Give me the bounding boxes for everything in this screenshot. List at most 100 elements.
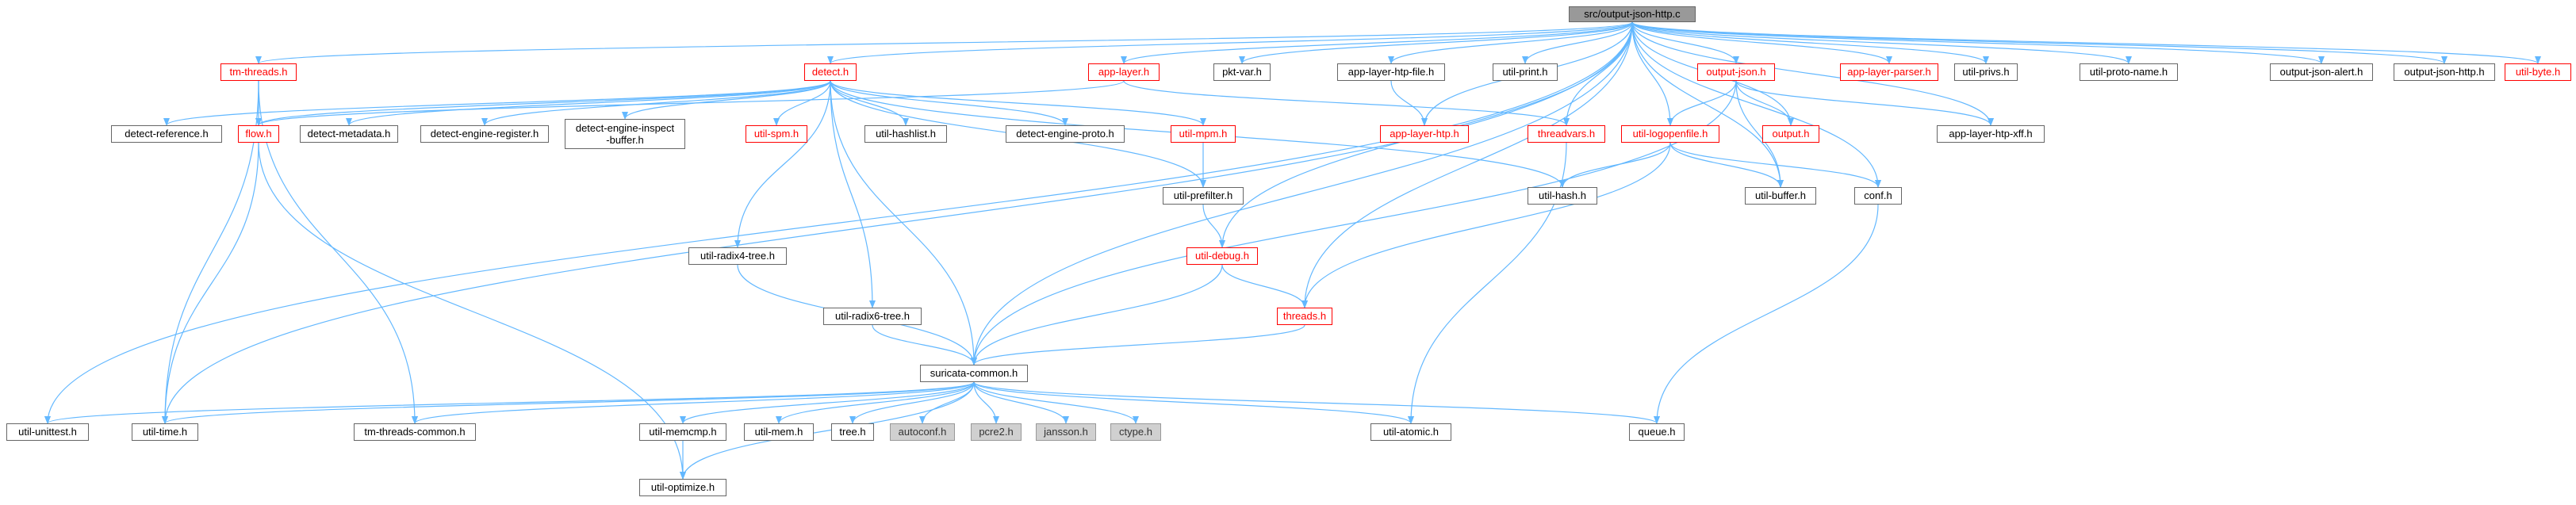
edge-detect-to-util_radix4_tree	[734, 80, 831, 248]
edge-detect-to-detect_engine_register	[481, 80, 831, 126]
edge-root-to-app_layer_htp_xff	[1631, 21, 1994, 126]
node-util-optimize-h[interactable]: util-optimize.h	[639, 479, 726, 496]
node-app-layer-htp-xff-h[interactable]: app-layer-htp-xff.h	[1937, 125, 2045, 143]
edge-output_json-to-suricata_common	[971, 80, 1737, 365]
node-label-line-1: detect-engine-inspect	[575, 122, 675, 134]
edge-output_json-to-output	[1735, 80, 1794, 126]
node-util-hashlist-h[interactable]: util-hashlist.h	[864, 125, 947, 143]
node-util-privs-h[interactable]: util-privs.h	[1954, 63, 2018, 81]
edge-root-to-app_layer_htp_file	[1388, 21, 1633, 64]
node-app-layer-htp-h[interactable]: app-layer-htp.h	[1380, 125, 1469, 143]
edge-suricata_common-to-tm_threads_common	[412, 381, 975, 424]
edge-root-to-util_logopenfile	[1631, 21, 1673, 126]
node-detect-metadata-h[interactable]: detect-metadata.h	[300, 125, 398, 143]
edge-util_logopenfile-to-util_hash	[1559, 142, 1671, 188]
node-util-radix6-tree-h[interactable]: util-radix6-tree.h	[823, 308, 922, 325]
edge-root-to-app_layer	[1121, 21, 1633, 64]
edge-app_layer_htp_file-to-app_layer_htp	[1390, 80, 1428, 126]
edge-root-to-suricata_common	[971, 21, 1633, 365]
node-util-proto-name-h[interactable]: util-proto-name.h	[2080, 63, 2178, 81]
node-app-layer-htp-file-h[interactable]: app-layer-htp-file.h	[1337, 63, 1445, 81]
edge-threads-to-suricata_common	[971, 324, 1305, 365]
node-root-output-json-http-c[interactable]: src/output-json-http.c	[1569, 6, 1696, 22]
edge-suricata_common-to-util_atomic	[973, 381, 1414, 424]
edge-app_layer-to-threadvars	[1123, 80, 1570, 126]
edge-root-to-tm_threads	[255, 21, 1633, 64]
node-util-unittest-h[interactable]: util-unittest.h	[6, 423, 89, 441]
node-output-json-h[interactable]: output-json.h	[1697, 63, 1775, 81]
edge-root-to-conf	[1631, 21, 1881, 188]
edge-suricata_common-to-util_optimize	[680, 381, 975, 480]
node-util-hash-h[interactable]: util-hash.h	[1528, 187, 1597, 205]
node-tree-h[interactable]: tree.h	[831, 423, 874, 441]
node-output-h[interactable]: output.h	[1762, 125, 1819, 143]
node-output-json-alert-h[interactable]: output-json-alert.h	[2270, 63, 2373, 81]
edge-detect-to-util_spm	[773, 80, 831, 126]
edge-output_json-to-util_logopenfile	[1667, 80, 1737, 126]
node-util-radix4-tree-h[interactable]: util-radix4-tree.h	[688, 247, 787, 265]
node-util-logopenfile-h[interactable]: util-logopenfile.h	[1621, 125, 1719, 143]
node-flow-h[interactable]: flow.h	[238, 125, 279, 143]
node-detect-reference-h[interactable]: detect-reference.h	[111, 125, 222, 143]
edge-flow-to-util_time	[162, 142, 259, 424]
node-detect-h[interactable]: detect.h	[804, 63, 857, 81]
node-util-memcmp-h[interactable]: util-memcmp.h	[639, 423, 726, 441]
edge-root-to-util_proto_name	[1631, 21, 2132, 64]
edge-suricata_common-to-util_unittest	[44, 381, 975, 424]
node-threads-h[interactable]: threads.h	[1277, 308, 1332, 325]
edge-util_debug-to-threads	[1221, 264, 1308, 308]
node-app-layer-parser-h[interactable]: app-layer-parser.h	[1840, 63, 1938, 81]
node-util-byte-h[interactable]: util-byte.h	[2505, 63, 2571, 81]
node-tm-threads-h[interactable]: tm-threads.h	[220, 63, 297, 81]
node-util-spm-h[interactable]: util-spm.h	[746, 125, 807, 143]
edge-root-to-util_buffer	[1631, 21, 1784, 188]
edge-util_logopenfile-to-threads	[1301, 142, 1671, 308]
edge-detect-to-flow	[255, 80, 831, 126]
edge-detect-to-util_hashlist	[830, 80, 909, 126]
node-detect-engine-inspect-buffer-h[interactable]: detect-engine-inspect-buffer.h	[565, 119, 685, 149]
edge-suricata_common-to-util_mem	[776, 381, 975, 424]
node-suricata-common-h[interactable]: suricata-common.h	[920, 365, 1028, 382]
edge-detect-to-detect_metadata	[346, 80, 831, 126]
node-util-debug-h[interactable]: util-debug.h	[1186, 247, 1258, 265]
edge-root-to-util_unittest	[44, 21, 1633, 424]
edge-root-to-util_time	[162, 21, 1633, 424]
edge-suricata_common-to-ctype	[973, 381, 1139, 424]
node-ctype-h: ctype.h	[1110, 423, 1161, 441]
edge-root-to-app_layer_parser	[1631, 21, 1892, 64]
node-conf-h[interactable]: conf.h	[1854, 187, 1902, 205]
node-detect-engine-register-h[interactable]: detect-engine-register.h	[420, 125, 549, 143]
edge-root-to-util_print	[1522, 21, 1633, 64]
node-util-time-h[interactable]: util-time.h	[132, 423, 198, 441]
node-tm-threads-common-h[interactable]: tm-threads-common.h	[354, 423, 476, 441]
node-util-buffer-h[interactable]: util-buffer.h	[1745, 187, 1816, 205]
edge-root-to-util_privs	[1631, 21, 1989, 64]
node-util-mpm-h[interactable]: util-mpm.h	[1171, 125, 1236, 143]
node-output-json-http-h[interactable]: output-json-http.h	[2394, 63, 2495, 81]
edge-util_radix6_tree-to-suricata_common	[872, 324, 977, 365]
edge-tm_threads-to-tm_threads_common	[258, 80, 418, 424]
edge-root-to-pkt_var	[1239, 21, 1633, 64]
node-threadvars-h[interactable]: threadvars.h	[1528, 125, 1605, 143]
node-app-layer-h[interactable]: app-layer.h	[1088, 63, 1160, 81]
node-pkt-var-h[interactable]: pkt-var.h	[1213, 63, 1271, 81]
node-util-print-h[interactable]: util-print.h	[1493, 63, 1558, 81]
edge-output_json-to-util_buffer	[1735, 80, 1784, 188]
edge-conf-to-queue	[1654, 204, 1879, 424]
edge-app_layer-to-flow	[255, 80, 1125, 126]
edge-detect-to-util_mpm	[830, 80, 1206, 126]
edge-root-to-output_json_http	[1631, 21, 2448, 64]
edge-output_json-to-app_layer_htp_xff	[1735, 80, 1994, 126]
node-queue-h[interactable]: queue.h	[1629, 423, 1685, 441]
edge-util_logopenfile-to-conf	[1669, 142, 1881, 188]
edge-root-to-threads	[1301, 21, 1633, 308]
edge-root-to-util_byte	[1631, 21, 2541, 64]
edge-suricata_common-to-util_time	[162, 381, 975, 424]
node-util-mem-h[interactable]: util-mem.h	[744, 423, 814, 441]
node-detect-engine-proto-h[interactable]: detect-engine-proto.h	[1006, 125, 1125, 143]
node-util-atomic-h[interactable]: util-atomic.h	[1370, 423, 1451, 441]
edge-flow-to-util_optimize	[258, 142, 686, 480]
edge-detect-to-suricata_common	[830, 80, 977, 365]
node-util-prefilter-h[interactable]: util-prefilter.h	[1163, 187, 1244, 205]
